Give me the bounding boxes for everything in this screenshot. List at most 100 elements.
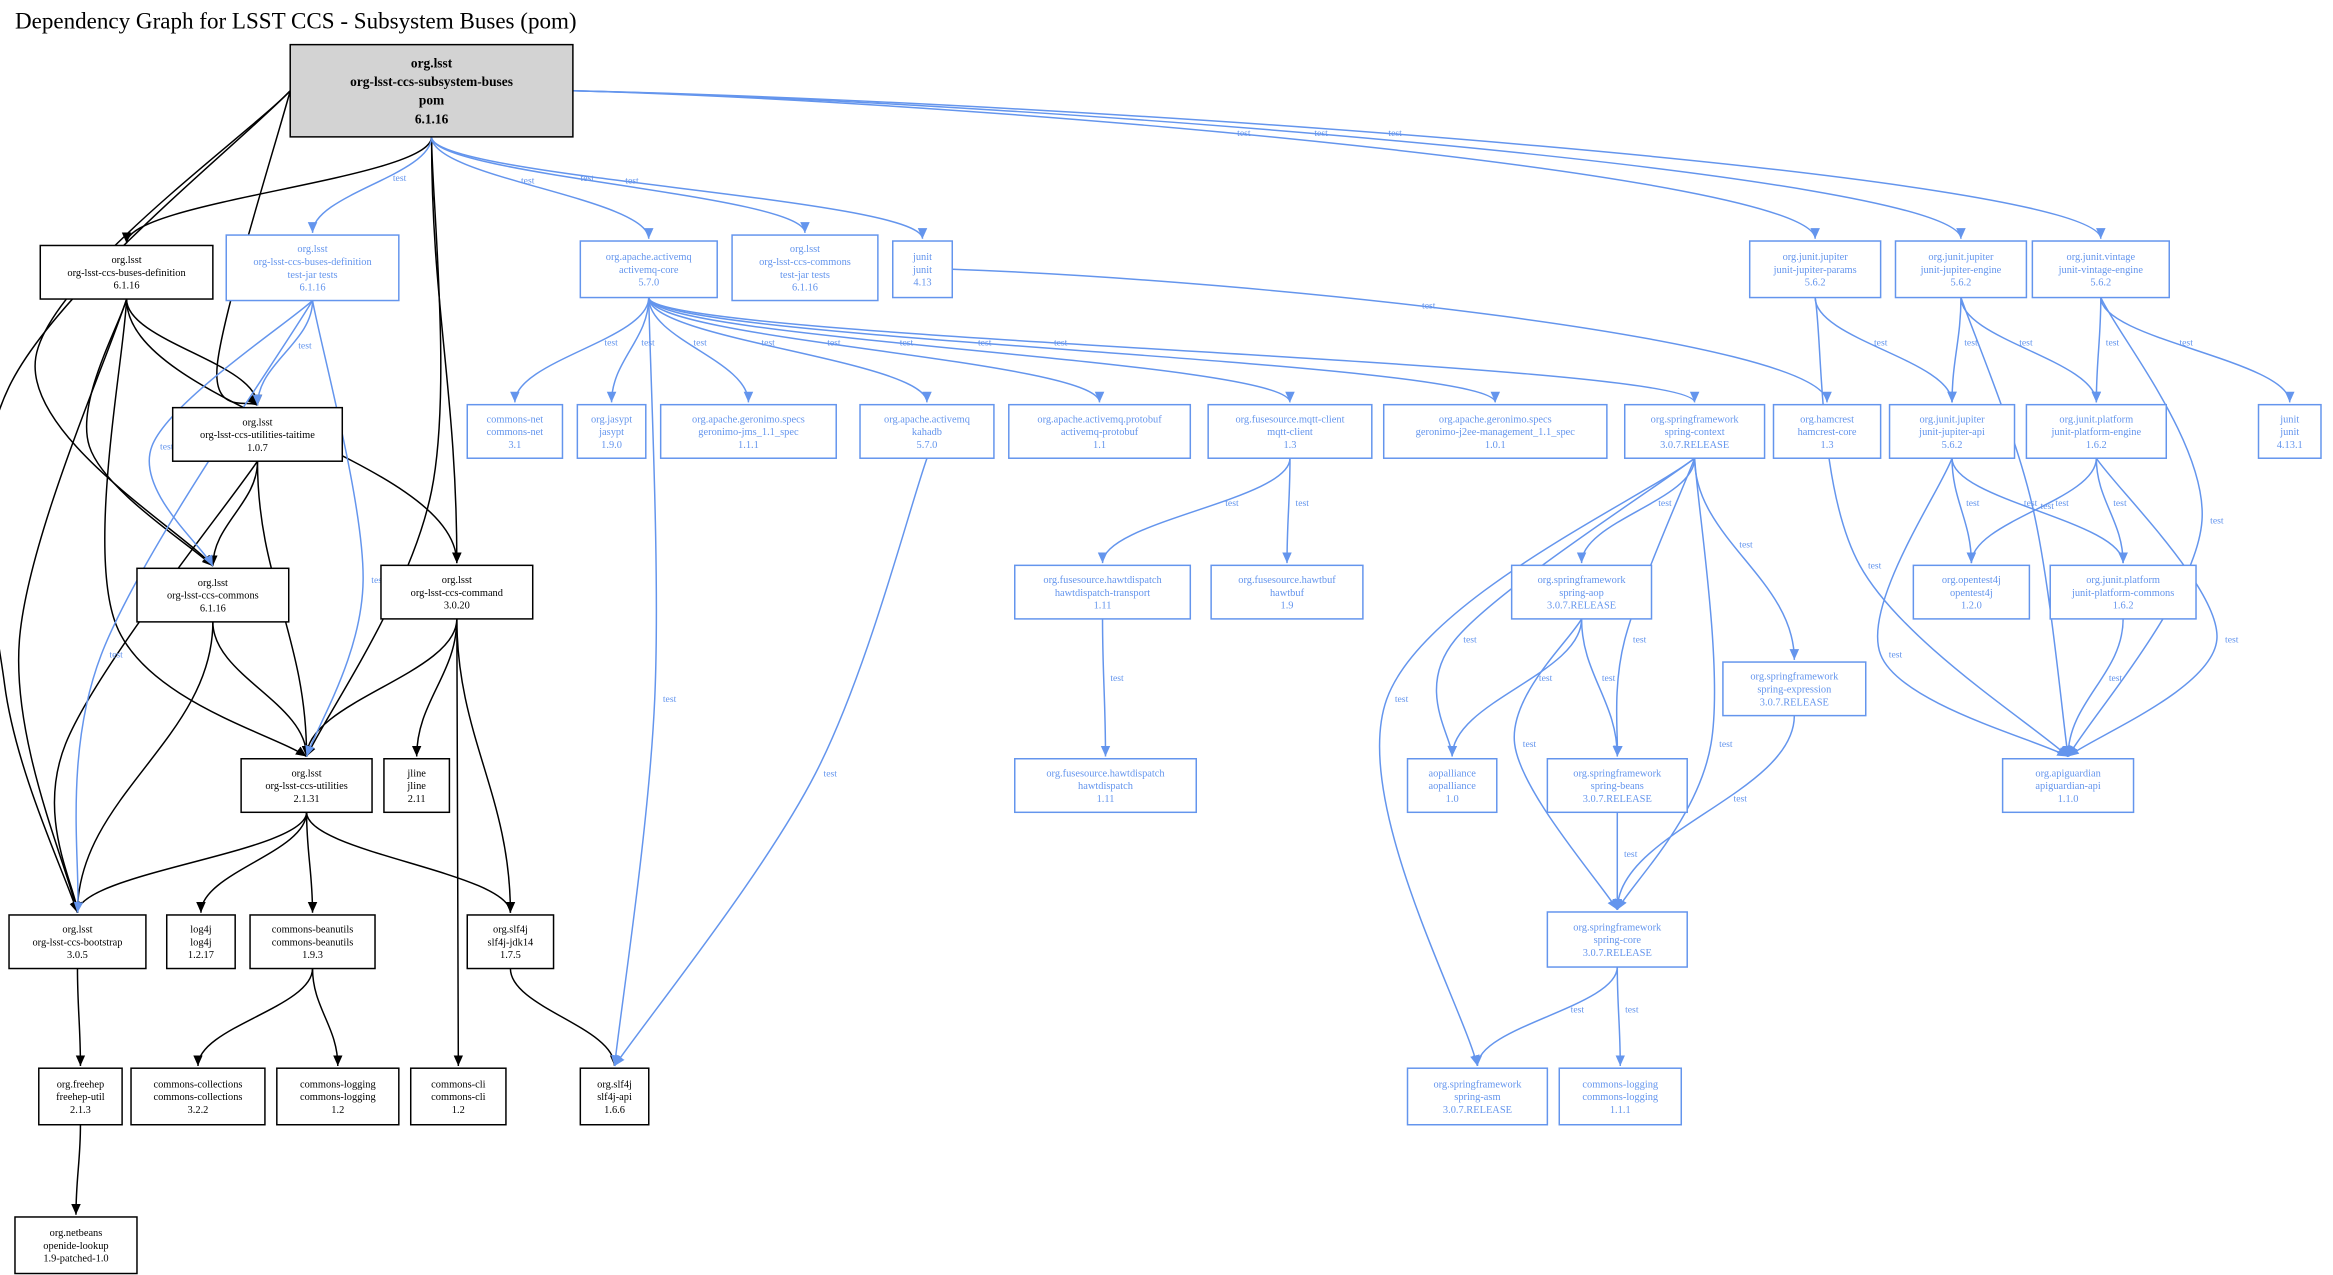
edge-root--activemq_core <box>430 136 654 239</box>
edge-platform_engine--opentest4j <box>1966 458 2098 564</box>
node-vintage_engine: org.junit.vintagejunit-vintage-engine5.6… <box>2031 240 2170 299</box>
node-hawtdispatch_transport: org.fusesource.hawtdispatch hawtdispatch-… <box>1014 564 1192 620</box>
node-label: commons-beanutils <box>272 937 354 948</box>
edge-root--ccs_utilities <box>305 136 442 757</box>
node-label: aopalliance <box>1428 781 1476 792</box>
node-label: 3.0.5 <box>67 950 88 961</box>
edge-test-label: test <box>2179 337 2193 348</box>
node-label: slf4j-jdk14 <box>488 937 534 948</box>
edge-test-label: test <box>1395 694 1409 705</box>
node-label: org-lsst-ccs-bootstrap <box>32 937 122 948</box>
node-geronimo_j2ee: org.apache.geronimo.specsgeronimo-j2ee-m… <box>1382 403 1608 459</box>
graph-title: Dependency Graph for LSST CCS - Subsyste… <box>15 7 577 33</box>
node-label: 6.1.16 <box>200 604 226 615</box>
node-activemq_protobuf: org.apache.activemq.protobufactivemq-pro… <box>1008 403 1192 459</box>
node-label: org-lsst-ccs-utilities-taitime <box>200 430 315 441</box>
node-label: 3.0.7.RELEASE <box>1760 697 1829 708</box>
edge-ccs_utilities--slf4j_jdk14 <box>305 812 516 913</box>
node-label: activemq-core <box>619 265 679 276</box>
node-label: 3.0.7.RELEASE <box>1547 601 1616 612</box>
node-label: 1.1.0 <box>2058 794 2079 805</box>
edge-test-label: test <box>1110 673 1124 684</box>
node-label: 1.9.0 <box>601 440 622 451</box>
node-label: kahadb <box>912 427 942 438</box>
node-label: spring-expression <box>1757 684 1832 695</box>
node-label: hamcrest-core <box>1798 427 1857 438</box>
node-label: 4.13.1 <box>2277 440 2303 451</box>
edge-root--vintage_engine <box>572 90 2106 239</box>
node-label: hawtdispatch-transport <box>1055 588 1150 599</box>
node-label: 1.11 <box>1097 794 1115 805</box>
node-label: junit <box>912 265 932 276</box>
edge-spring_context--spring_core <box>1616 458 1716 911</box>
edge-test-label: test <box>761 337 775 348</box>
edge-ccs_utilities--ccs_bootstrap <box>72 812 308 913</box>
node-label: org.springframework <box>1573 768 1662 779</box>
edge-spring_aop--aopalliance <box>1447 618 1583 757</box>
node-spring_expression: org.springframeworkspring-expression3.0.… <box>1722 661 1867 717</box>
node-label: org.lsst <box>291 768 321 779</box>
edge-root--ccs_commons <box>34 90 291 567</box>
edge-jupiter_api--opentest4j <box>1951 458 1977 564</box>
node-label: slf4j-api <box>597 1092 632 1103</box>
edge-test-label: test <box>1054 337 1068 348</box>
node-label: org.freehep <box>57 1079 104 1090</box>
edge-jupiter_engine--apiguardian <box>1960 297 2072 757</box>
node-label: 1.1.1 <box>738 440 759 451</box>
edge-ccs_utilities--commons_beanutils <box>305 812 318 913</box>
node-label: org.lsst <box>62 925 92 936</box>
node-platform_engine: org.junit.platformjunit-platform-engine1… <box>2025 403 2168 459</box>
edge-test-label: test <box>1734 794 1748 805</box>
node-hawtdispatch: org.fusesource.hawtdispatchhawtdispatch1… <box>1014 758 1197 814</box>
node-label: org.lsst <box>411 56 453 71</box>
edge-test-label: test <box>160 441 174 452</box>
node-label: org.opentest4j <box>1942 575 2001 586</box>
node-label: 1.0 <box>1446 794 1459 805</box>
node-label: test-jar tests <box>780 270 830 281</box>
edge-commons_beanutils--commons_logging12 <box>311 968 343 1066</box>
node-label: org.apache.activemq.protobuf <box>1037 414 1162 425</box>
edge-activemq_core--spring_context <box>648 297 1700 403</box>
edge-ccs_command--jline <box>411 618 458 757</box>
node-label: geronimo-j2ee-management_1.1_spec <box>1416 427 1576 438</box>
node-platform_commons: org.junit.platformjunit-platform-commons… <box>2049 564 2197 620</box>
edge-root--jupiter_params <box>572 90 1820 239</box>
node-root: org.lsstorg-lsst-ccs-subsystem-busespom6… <box>289 43 574 138</box>
edge-test-label: test <box>1889 650 1903 661</box>
edge-jupiter_api--platform_commons <box>1951 458 2128 564</box>
node-label: apiguardian-api <box>2035 781 2100 792</box>
node-label: spring-core <box>1594 935 1642 946</box>
node-label: 1.6.2 <box>2086 440 2107 451</box>
edge-ccs_command--commons_cli <box>453 618 464 1066</box>
edge-taitime--ccs_bootstrap <box>53 460 259 913</box>
node-label: log4j <box>190 925 211 936</box>
edge-root--buses_def_tests <box>307 136 433 233</box>
edge-spring_context--spring_asm <box>1378 457 1696 1067</box>
node-label: org.springframework <box>1651 414 1740 425</box>
edge-test-label: test <box>1463 635 1477 646</box>
node-label: org-lsst-ccs-buses-definition <box>253 257 372 268</box>
node-label: commons-cli <box>431 1079 485 1090</box>
edge-jupiter_params--apiguardian <box>1814 297 2069 758</box>
node-label: org.lsst <box>442 575 472 586</box>
edge-test-label: test <box>2210 516 2224 527</box>
node-label: commons-net <box>487 427 544 438</box>
nodes-layer: org.lsstorg-lsst-ccs-subsystem-busespom6… <box>8 43 2322 1275</box>
edge-test-label: test <box>1874 337 1888 348</box>
edge-kahadb--slf4j_api <box>613 457 928 1067</box>
node-label: org.fusesource.hawtdispatch <box>1043 575 1162 586</box>
node-label: org.junit.platform <box>2059 414 2133 425</box>
node-label: 3.1 <box>508 440 521 451</box>
edge-test-label: test <box>827 337 841 348</box>
edge-ccs_command--slf4j_jdk14 <box>456 618 516 913</box>
